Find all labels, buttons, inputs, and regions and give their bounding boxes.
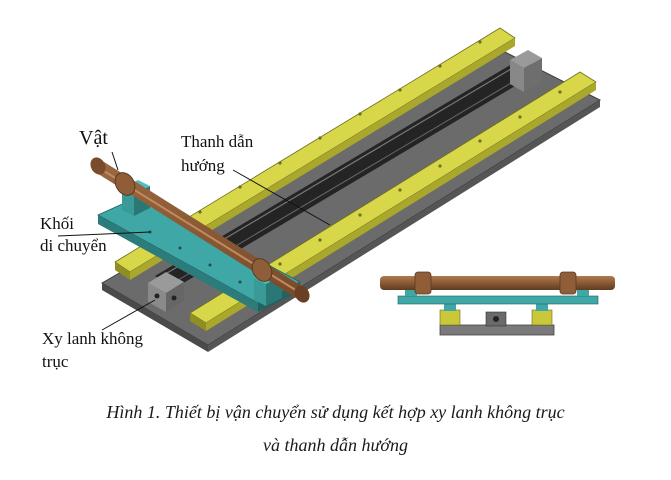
main-3d-view — [57, 27, 602, 352]
base-plate-edge — [102, 283, 208, 352]
leader-lines — [57, 151, 331, 331]
rodless-cylinder-front — [148, 272, 184, 312]
side-view — [380, 271, 615, 336]
label-guide-bar-line1: Thanh dẫn — [181, 132, 254, 151]
label-moving-block-line1: Khối — [40, 214, 74, 233]
label-guide-bar-line2: hướng — [181, 156, 225, 175]
moving-block — [97, 180, 301, 312]
label-cylinder-line1: Xy lanh không — [42, 329, 144, 348]
guide-rail-front — [189, 71, 597, 331]
label-moving-block-line2: di chuyển — [40, 236, 107, 255]
label-cylinder-line2: trục — [42, 352, 69, 371]
guide-rail-back — [114, 27, 516, 280]
object-pipe — [90, 157, 310, 303]
figure-caption-line2: và thanh dẫn hướng — [263, 435, 408, 455]
label-object: Vật — [79, 127, 108, 149]
figure-caption-line1: Hình 1. Thiết bị vận chuyển sử dụng kết … — [106, 402, 565, 422]
rodless-cylinder-end — [510, 50, 542, 92]
